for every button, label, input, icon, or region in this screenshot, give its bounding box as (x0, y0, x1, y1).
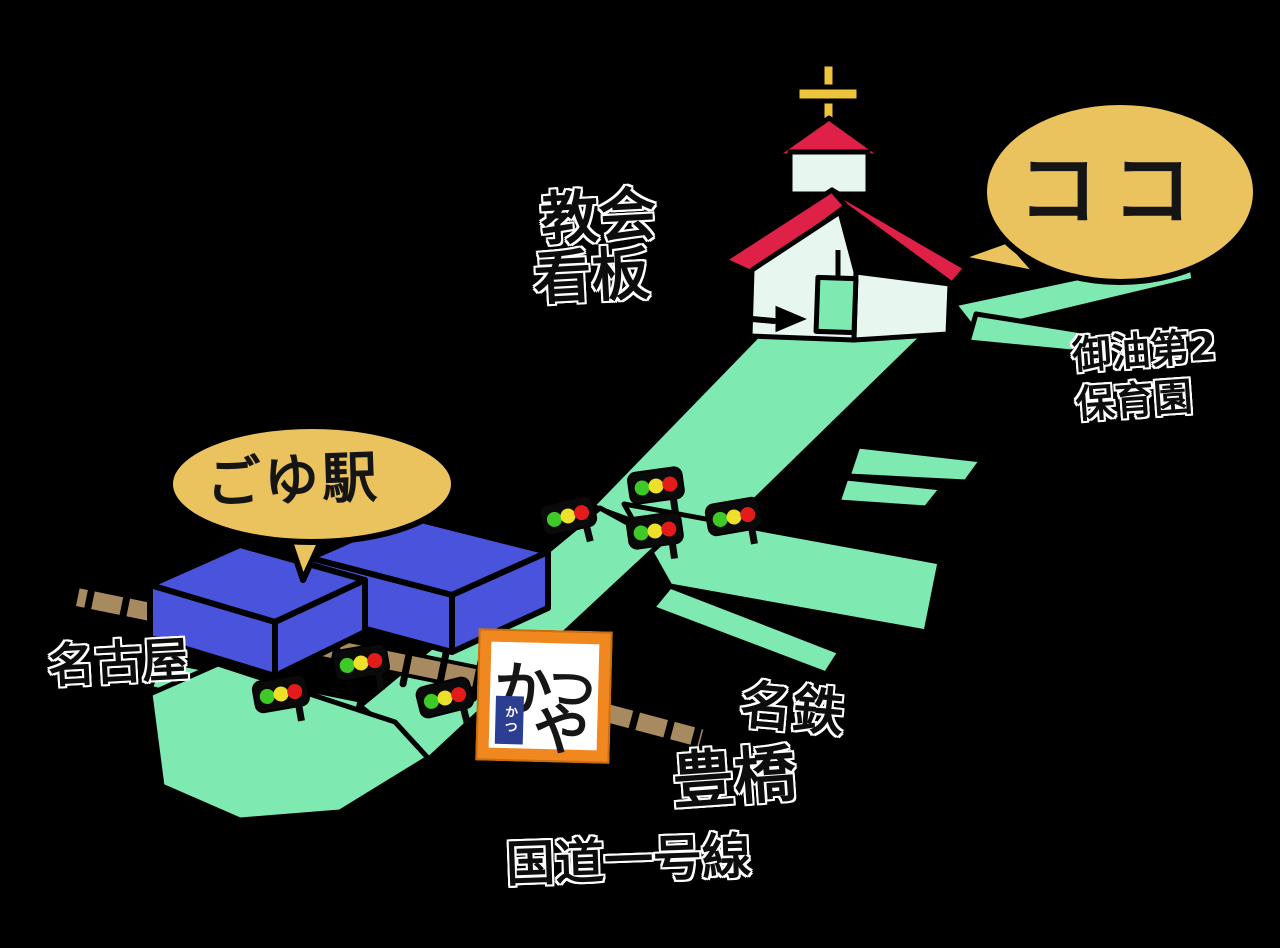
nursery-label: 御油第2 保育園 (1071, 323, 1222, 430)
station-rear-side (449, 549, 551, 655)
katsuya-logo-inner: か つ や かつ (488, 641, 602, 764)
road-side-stub-a (845, 443, 985, 485)
nagoya-label: 名古屋 (46, 632, 191, 695)
station-bubble-body (167, 423, 457, 545)
church (713, 61, 969, 343)
road-highway-sliver (649, 583, 843, 677)
katsuya-logo: か つ や かつ (475, 628, 613, 764)
nursery-label-line2: 保育園 (1074, 374, 1195, 428)
katsuya-logo-tag-label: かつ (501, 704, 518, 736)
here-bubble-body (981, 99, 1259, 285)
station-bubble (167, 423, 457, 583)
road-highway (621, 501, 943, 635)
traffic-light-icon (330, 641, 394, 699)
station-building-front (147, 542, 368, 679)
church-sign-label-line2: 看板 (531, 239, 652, 314)
church-tower (787, 149, 871, 197)
church-sign-arrow-icon (687, 305, 807, 333)
road-nursery-stub (965, 311, 1091, 355)
church-cross-bar (794, 84, 862, 104)
route1-label: 国道一号線 (505, 827, 752, 894)
road-southwest-intersection (147, 661, 431, 823)
nursery-label-line1: 御油第2 (1070, 324, 1218, 380)
church-signboard (813, 274, 859, 336)
road-side-stub-b (835, 475, 945, 511)
here-bubble-label: ココ (1018, 144, 1206, 237)
katsuya-logo-tag: かつ (494, 695, 524, 745)
here-bubble (955, 99, 1259, 285)
nagoya-arrow-icon (4, 642, 71, 690)
church-side-wall (851, 269, 953, 343)
meitetsu-label: 名鉄 (737, 675, 847, 745)
station-front-side (272, 577, 368, 679)
toyohashi-label: 豊橋 (669, 736, 799, 819)
toyohashi-arrow-icon (759, 778, 864, 828)
church-sign-label: 教会 看板 (529, 180, 661, 314)
station-bubble-label: ごゆ駅 (204, 444, 382, 516)
katsuya-logo-ya: や (532, 696, 590, 765)
